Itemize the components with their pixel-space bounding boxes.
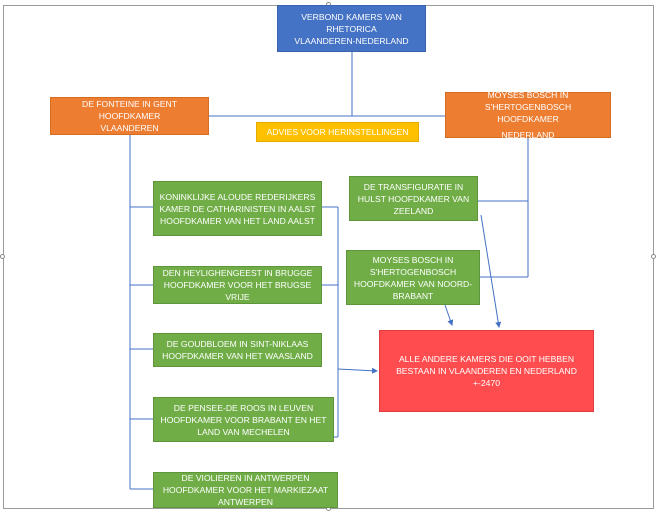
- arrow-hulst-others: [480, 214, 502, 328]
- node-heylighengeest-brugge[interactable]: DEN HEYLIGHENGEEST IN BRUGGE HOOFDKAMER …: [153, 266, 322, 304]
- node-transfiguratie-hulst[interactable]: DE TRANSFIGURATIE IN HULST HOOFDKAMER VA…: [349, 176, 478, 221]
- node-aalst-label: KONINKLIJKE ALOUDE REDERIJKERS KAMER DE …: [159, 191, 316, 226]
- node-catharinisten-aalst[interactable]: KONINKLIJKE ALOUDE REDERIJKERS KAMER DE …: [153, 181, 322, 236]
- node-moyses-line3: NEDERLAND: [501, 130, 555, 140]
- node-noord-brabant-label: MOYSES BOSCH IN S'HERTOGENBOSCH HOOFDKAM…: [353, 254, 473, 301]
- arrow-brabant-others: [444, 304, 454, 326]
- node-moyses-bosch-noord-brabant[interactable]: MOYSES BOSCH IN S'HERTOGENBOSCH HOOFDKAM…: [346, 250, 480, 305]
- node-goudbloem-sint-niklaas[interactable]: DE GOUDBLOEM IN SINT-NIKLAAS HOOFDKAMER …: [153, 333, 322, 367]
- node-pensee-leuven[interactable]: DE PENSEE-DE ROOS IN LEUVEN HOOFDKAMER V…: [153, 397, 334, 442]
- node-verbond-kamers[interactable]: VERBOND KAMERS VAN RHETORICA VLAANDEREN-…: [277, 5, 426, 52]
- node-advies-herinstellingen[interactable]: ADVIES VOOR HERINSTELLINGEN: [256, 122, 419, 142]
- connector-mid-others: [337, 367, 378, 374]
- node-violieren-antwerpen[interactable]: DE VIOLIEREN IN ANTWERPEN HOOFDKAMER VOO…: [153, 472, 338, 508]
- node-advies-label: ADVIES VOOR HERINSTELLINGEN: [266, 127, 409, 137]
- resize-handle-right[interactable]: [651, 254, 656, 259]
- node-verbond-line2: VLAANDEREN-NEDERLAND: [294, 35, 409, 46]
- node-leuven-label: DE PENSEE-DE ROOS IN LEUVEN HOOFDKAMER V…: [160, 402, 327, 437]
- node-fonteine-line2: VLAANDEREN: [100, 123, 159, 133]
- node-fonteine-line1: DE FONTEINE IN GENT HOOFDKAMER: [81, 99, 177, 121]
- node-de-fonteine-gent[interactable]: DE FONTEINE IN GENT HOOFDKAMER VLAANDERE…: [50, 97, 209, 135]
- resize-handle-left[interactable]: [0, 254, 5, 259]
- node-brugge-label: DEN HEYLIGHENGEEST IN BRUGGE HOOFDKAMER …: [162, 268, 313, 302]
- node-alle-andere-kamers[interactable]: ALLE ANDERE KAMERS DIE OOIT HEBBEN BESTA…: [379, 330, 594, 412]
- node-verbond-line1: VERBOND KAMERS VAN RHETORICA: [301, 11, 402, 34]
- node-moyses-bosch-nederland[interactable]: MOYSES BOSCH IN S'HERTOGENBOSCH HOOFDKAM…: [445, 90, 611, 140]
- node-hulst-label: DE TRANSFIGURATIE IN HULST HOOFDKAMER VA…: [357, 181, 470, 216]
- node-others-label: ALLE ANDERE KAMERS DIE OOIT HEBBEN BESTA…: [396, 354, 577, 388]
- node-antwerpen-label: DE VIOLIEREN IN ANTWERPEN HOOFDKAMER VOO…: [162, 473, 329, 507]
- node-moyses-line2: HOOFDKAMER: [497, 114, 559, 124]
- node-sint-niklaas-label: DE GOUDBLOEM IN SINT-NIKLAAS HOOFDKAMER …: [162, 339, 313, 361]
- node-moyses-line1: MOYSES BOSCH IN S'HERTOGENBOSCH: [484, 90, 572, 112]
